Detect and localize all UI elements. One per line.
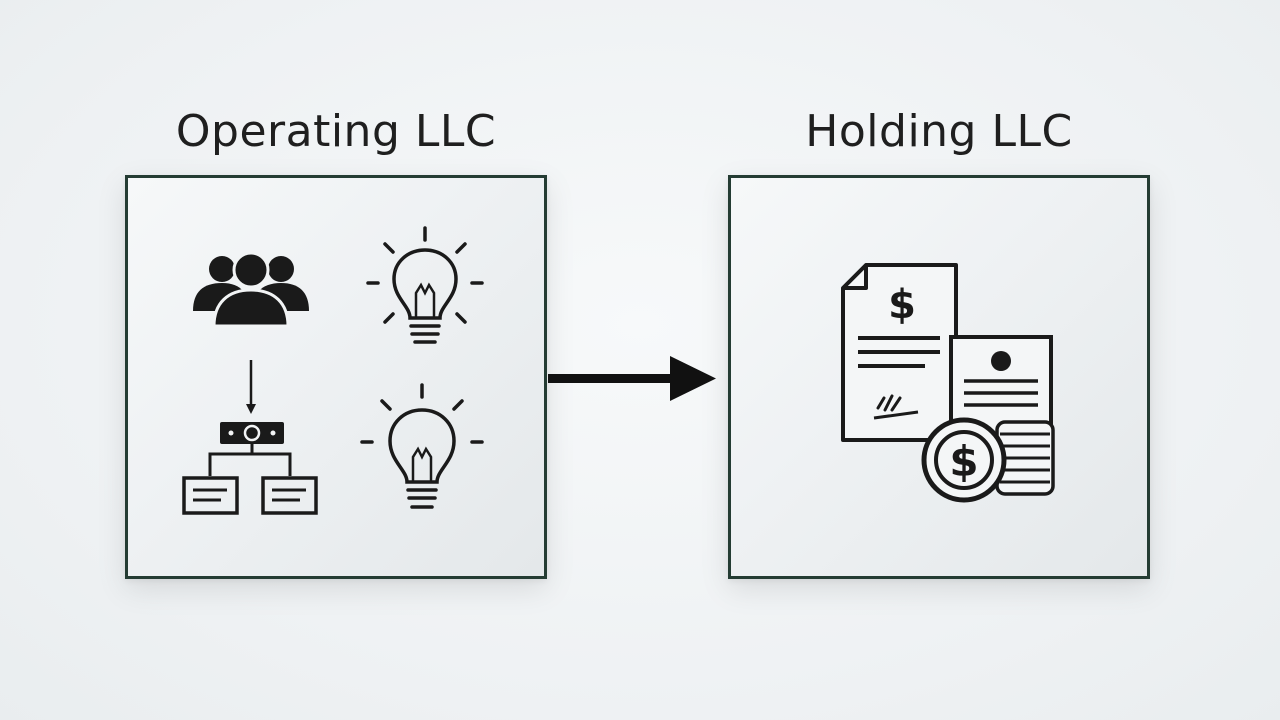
holding-llc-title: Holding LLC [805,106,1073,157]
arrow-right-icon [548,356,716,401]
dollar-document-icon: $ [841,263,958,442]
operating-llc-title: Operating LLC [175,106,497,157]
team-icon [193,251,309,328]
lightbulb-icon [366,226,484,344]
svg-text:$: $ [888,282,916,328]
org-chart-icon [182,360,318,515]
svg-text:$: $ [949,437,978,486]
coin-stack-icon: $ [921,417,1055,503]
lightbulb-icon [360,383,484,509]
